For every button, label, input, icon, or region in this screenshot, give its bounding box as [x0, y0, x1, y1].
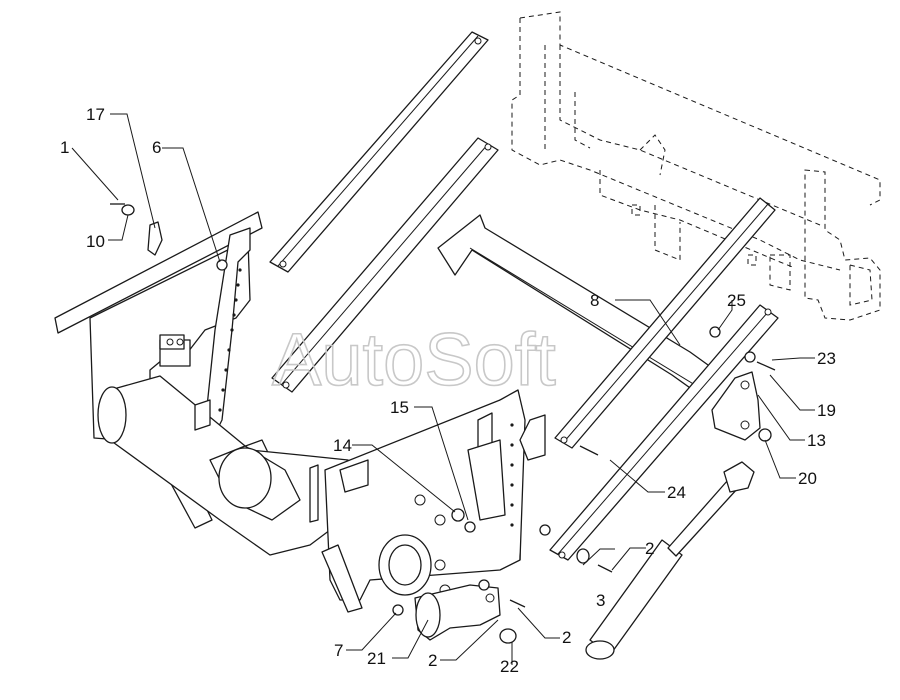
main-frame: [54, 211, 526, 613]
callout-label: 24: [667, 483, 686, 502]
callout-label: 23: [817, 349, 836, 368]
callout-label: 7: [334, 641, 343, 660]
callout-label: 10: [86, 232, 105, 251]
callout-label: 19: [817, 401, 836, 420]
callout-label: 25: [727, 291, 746, 310]
callout-label: 8: [590, 291, 599, 310]
frame-perforations: [218, 268, 514, 527]
callout-label: 15: [390, 398, 409, 417]
watermark-text: AutoSoft: [272, 318, 556, 401]
callout-label: 2: [645, 539, 654, 558]
hydraulic-cylinder: [585, 461, 755, 660]
leader-lines: [71, 113, 815, 665]
callout-label: 2: [562, 628, 571, 647]
callout-label: 21: [367, 649, 386, 668]
machine-frame-dashed: [511, 11, 881, 321]
callout-label: 6: [152, 138, 161, 157]
callout-label: 1: [60, 138, 69, 157]
callout-label: 17: [86, 105, 105, 124]
callout-label: 22: [500, 657, 519, 676]
callout-labels: 1 17 6 10 15 14 7 21 2 2 22 2 3 24 20 13…: [60, 105, 836, 676]
callout-label: 20: [798, 469, 817, 488]
callout-label: 13: [807, 431, 826, 450]
callout-label: 14: [333, 436, 352, 455]
guide-rails: [269, 31, 779, 561]
brackets-and-hardware: [110, 203, 776, 644]
callout-label: 3: [596, 591, 605, 610]
callout-label: 2: [428, 651, 437, 670]
